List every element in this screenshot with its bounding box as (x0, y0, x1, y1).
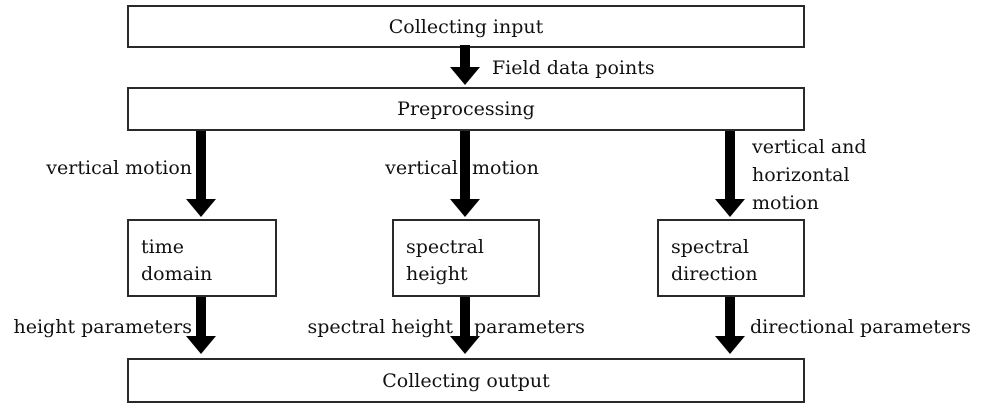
arrow-shaft (460, 45, 470, 67)
node-spectral-height-line2: height (406, 263, 468, 285)
node-time-domain: time domain (127, 219, 277, 297)
node-spectral-direction-line1: spectral (671, 236, 749, 258)
node-spectral-height: spectral height (392, 219, 540, 297)
arrow-shaft (460, 131, 470, 199)
edge-label-vertical-motion-left: vertical motion (46, 157, 192, 179)
edge-label-directional-parameters: directional parameters (750, 316, 971, 338)
node-time-domain-line1: time (141, 236, 184, 258)
node-collecting-input-label: Collecting input (388, 15, 544, 38)
node-preprocessing-label: Preprocessing (397, 98, 535, 120)
arrow-shaft (460, 297, 470, 336)
node-spectral-direction-line2: direction (671, 263, 758, 285)
arrow-preprocessing-to-spectral-direction (715, 131, 745, 217)
edge-label-line: motion (752, 192, 819, 214)
arrow-preprocessing-to-time-domain (186, 131, 216, 217)
arrow-spectral-direction-to-output (715, 297, 745, 354)
node-collecting-output: Collecting output (127, 358, 805, 403)
edge-label-vertical-motion-mid-after: motion (472, 157, 539, 179)
node-collecting-output-label: Collecting output (382, 369, 550, 392)
edge-label-field-data-points: Field data points (492, 57, 655, 79)
edge-label-vertical-horizontal-motion: vertical and horizontal motion (752, 133, 867, 217)
edge-label-line: vertical and (752, 136, 867, 158)
arrow-head-icon (450, 199, 480, 217)
arrow-preprocessing-to-spectral-height (450, 131, 480, 217)
node-spectral-height-line1: spectral (406, 236, 484, 258)
arrow-head-icon (450, 67, 480, 85)
arrow-shaft (196, 297, 206, 336)
arrow-shaft (196, 131, 206, 199)
node-preprocessing: Preprocessing (127, 87, 805, 131)
arrow-head-icon (450, 336, 480, 354)
arrow-shaft (725, 297, 735, 336)
edge-label-spectral-height-parameters-before: spectral height (307, 316, 453, 338)
arrow-head-icon (186, 199, 216, 217)
arrow-shaft (725, 131, 735, 199)
arrow-head-icon (715, 199, 745, 217)
edge-label-line: horizontal (752, 164, 850, 186)
edge-label-spectral-height-parameters-after: parameters (474, 316, 585, 338)
edge-label-height-parameters: height parameters (13, 316, 192, 338)
arrow-head-icon (186, 336, 216, 354)
node-collecting-input: Collecting input (127, 5, 805, 48)
arrow-head-icon (715, 336, 745, 354)
edge-label-vertical-motion-mid-before: vertical (385, 157, 458, 179)
node-spectral-direction: spectral direction (657, 219, 805, 297)
arrow-time-domain-to-output (186, 297, 216, 354)
node-time-domain-line2: domain (141, 263, 213, 285)
arrow-spectral-height-to-output (450, 297, 480, 354)
arrow-input-to-preprocessing (450, 45, 480, 85)
